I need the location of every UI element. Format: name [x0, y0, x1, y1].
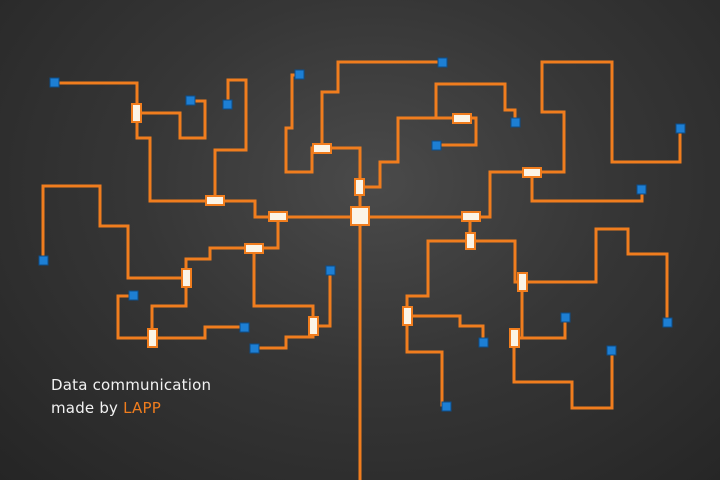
caption-line-2: made by LAPP [51, 397, 211, 420]
terminal-endpoint [249, 343, 260, 354]
junction-box-center [350, 206, 370, 226]
terminal-endpoint [294, 69, 305, 80]
terminal-endpoint [431, 140, 442, 151]
branch-top-right-wire [530, 170, 644, 203]
brand-name: LAPP [123, 399, 161, 417]
branch-right-stub-wire [512, 316, 567, 340]
junction-box [465, 232, 476, 250]
junction-box [308, 316, 319, 336]
terminal-endpoint [636, 184, 647, 195]
terminal-endpoint [560, 312, 571, 323]
terminal-endpoint [49, 77, 60, 88]
branch-left-bottom-wire [150, 325, 246, 340]
terminal-endpoint [437, 57, 448, 68]
terminal-endpoint [325, 265, 336, 276]
terminal-endpoint [675, 123, 686, 134]
junction-box [181, 268, 192, 288]
terminal-endpoint [38, 255, 49, 266]
branch-left-upper-wire [58, 81, 280, 219]
terminal-endpoint [662, 317, 673, 328]
junction-box [312, 143, 332, 154]
branch-mid-down-wire [252, 246, 332, 328]
caption-prefix: made by [51, 399, 124, 417]
junction-box [147, 328, 158, 348]
bus-right-wire [440, 170, 534, 219]
terminal-endpoint [239, 322, 250, 333]
branch-upper-right-wire [434, 82, 517, 124]
junction-box [509, 328, 520, 348]
terminal-endpoint [185, 95, 196, 106]
junction-box [402, 306, 413, 326]
branch-center-left-wire [284, 73, 324, 174]
branch-right-down-wire [468, 239, 614, 410]
branch-right-mid-wire [405, 215, 472, 407]
junction-box [452, 113, 472, 124]
branch-top-right-loop-wire [530, 60, 682, 174]
terminal-endpoint [222, 99, 233, 110]
junction-box [354, 178, 365, 196]
junction-box [517, 272, 528, 292]
junction-box [461, 211, 481, 222]
caption-line-1: Data communication [51, 376, 212, 394]
branch-center-right-wire [358, 116, 478, 189]
terminal-endpoint [441, 401, 452, 412]
junction-box [522, 167, 542, 178]
junction-box [244, 243, 264, 254]
terminal-endpoint [128, 290, 139, 301]
terminal-endpoint [510, 117, 521, 128]
terminal-endpoint [478, 337, 489, 348]
junction-box [131, 103, 142, 123]
branch-right-loop-wire [520, 227, 669, 324]
junction-box [205, 195, 225, 206]
branch-center-wire [320, 60, 444, 219]
branch-left-hook-wire [213, 78, 248, 203]
branch-right-small-wire [405, 314, 485, 345]
junction-box [268, 211, 288, 222]
branch-mid-low-wire [252, 324, 315, 350]
caption: Data communication made by LAPP [51, 374, 211, 420]
terminal-endpoint [606, 345, 617, 356]
branch-left-loop-wire [135, 99, 207, 140]
